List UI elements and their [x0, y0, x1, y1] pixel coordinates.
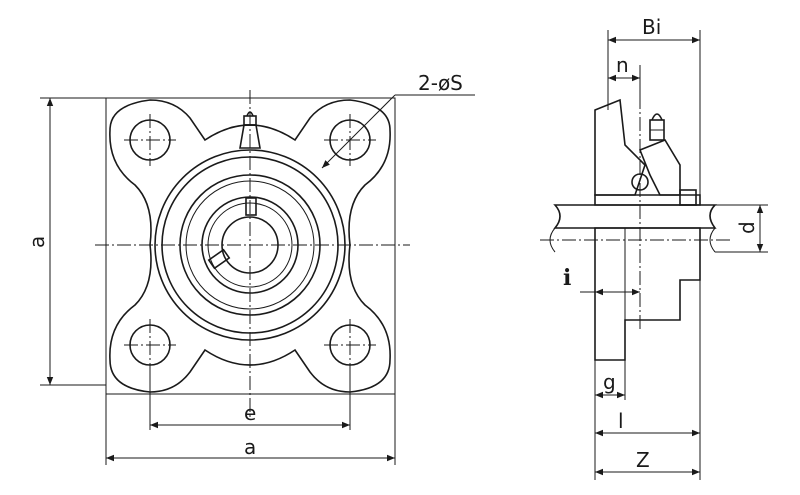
front-view: e a a 2-øS — [25, 71, 475, 465]
set-screw-left — [207, 248, 231, 270]
housing-body — [594, 227, 701, 361]
dim-label-d: d — [735, 221, 759, 234]
dim-label-a-bottom: a — [244, 435, 256, 459]
dim-label-e: e — [244, 401, 256, 425]
dim-label-z: Z — [636, 448, 650, 472]
dim-label-l: l — [618, 409, 624, 433]
shaft — [553, 204, 717, 229]
flange-outline — [109, 99, 391, 393]
flange-section — [594, 98, 646, 196]
dim-label-i: i — [563, 265, 571, 291]
hole-callout: 2-øS — [418, 71, 463, 95]
dim-label-bi: Bi — [642, 15, 661, 39]
dim-label-g: g — [603, 370, 616, 394]
side-section-view: Bi n d i g l Z — [540, 15, 768, 480]
grease-nipple-side-icon — [649, 113, 665, 141]
set-screw-top — [245, 197, 257, 216]
dim-label-a-left: a — [25, 236, 49, 248]
housing-section — [594, 194, 701, 206]
dim-label-n: n — [616, 53, 629, 77]
set-screw-side — [679, 189, 697, 206]
